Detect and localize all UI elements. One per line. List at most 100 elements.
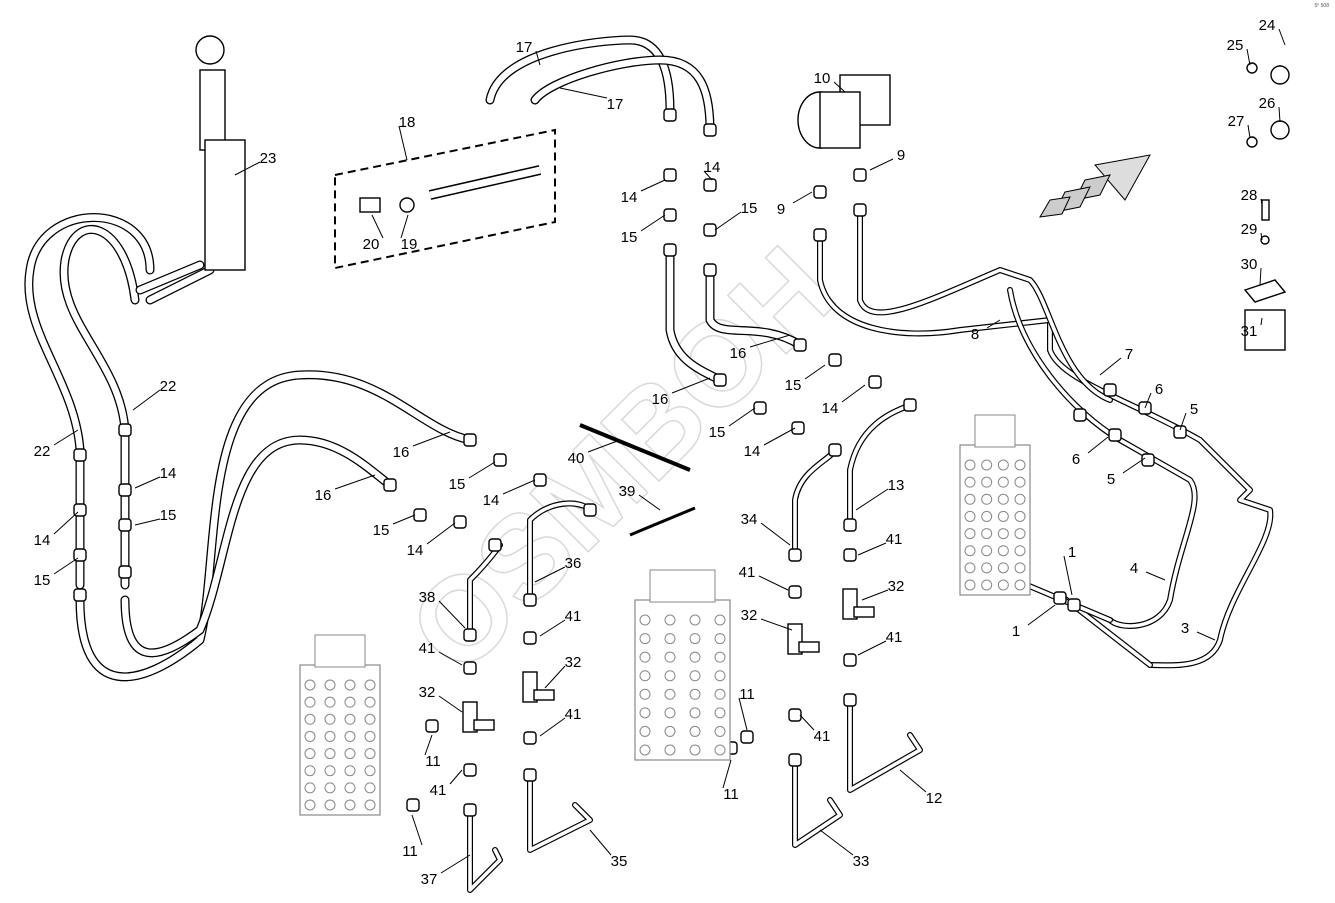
- pipe-core-10: [528, 773, 592, 852]
- callout-34: 34: [741, 511, 791, 546]
- fitting-37: [843, 548, 857, 562]
- callout-number: 15: [621, 229, 638, 246]
- callout-6: 6: [1072, 436, 1109, 468]
- callout-number: 22: [160, 378, 177, 395]
- fitting-12: [663, 208, 677, 222]
- callout-27: 27: [1228, 113, 1251, 139]
- fitting-17: [853, 168, 867, 182]
- control-valve-right-spool: [997, 510, 1009, 522]
- fitting-31: [828, 443, 842, 457]
- control-valve-middle-spool: [639, 633, 651, 645]
- fitting-29: [753, 401, 767, 415]
- callout-35: 35: [589, 829, 627, 870]
- callout-number: 12: [926, 790, 943, 807]
- callout-number: 41: [419, 640, 436, 657]
- fitting-39: [843, 693, 857, 707]
- control-valve-left-spool: [304, 713, 316, 725]
- fitting-59: [1067, 598, 1081, 612]
- control-valve-right-spool: [981, 459, 993, 471]
- callout-5: 5: [1107, 457, 1146, 488]
- callout-28: 28: [1241, 187, 1263, 206]
- callout-number: 7: [1125, 346, 1133, 363]
- hoses: [24, 35, 1274, 893]
- control-valve-left-spool: [364, 679, 376, 691]
- control-valve-right-spool: [1014, 579, 1026, 591]
- fitting-13: [703, 223, 717, 237]
- control-valve-left-spool: [364, 713, 376, 725]
- callout-14: 14: [483, 479, 536, 509]
- control-valve-right-spool: [981, 545, 993, 557]
- callout-15: 15: [621, 214, 666, 246]
- leader-line: [438, 600, 466, 629]
- callout-number: 24: [1259, 17, 1276, 34]
- leader-line: [833, 81, 846, 93]
- callout-14: 14: [744, 427, 796, 460]
- leader-line: [986, 319, 1001, 329]
- callout-15: 15: [449, 461, 496, 493]
- callout-14: 14: [703, 159, 720, 181]
- callout-number: 41: [565, 608, 582, 625]
- callout-number: 36: [565, 555, 582, 572]
- fitting-49: [523, 631, 537, 645]
- fitting-57: [1141, 453, 1155, 467]
- callout-number: 1: [1012, 623, 1020, 640]
- control-valve-right-spool: [964, 579, 976, 591]
- callout-10: 10: [814, 70, 846, 93]
- callout-number: 40: [568, 450, 585, 467]
- fitting-33: [828, 353, 842, 367]
- washer-29: [1260, 235, 1270, 245]
- fitting-41: [788, 585, 802, 599]
- fitting-28: [713, 373, 727, 387]
- callout-number: 18: [399, 114, 416, 131]
- pipe-core-0: [818, 233, 1273, 668]
- callout-number: 23: [260, 150, 277, 167]
- fitting-55: [1073, 408, 1087, 422]
- fitting-48: [523, 593, 537, 607]
- leader-line: [398, 125, 408, 161]
- fitting-42: [788, 708, 802, 722]
- control-valve-left-spool: [304, 679, 316, 691]
- callout-number: 20: [363, 236, 380, 253]
- fitting-58: [1053, 591, 1067, 605]
- leader-line: [1259, 267, 1262, 286]
- callout-11: 11: [424, 734, 441, 770]
- control-valve-middle-head: [649, 569, 716, 603]
- control-valve-middle-spool: [664, 614, 676, 626]
- fitting-60: [425, 719, 439, 733]
- callout-11: 11: [722, 759, 739, 803]
- leader-line: [819, 829, 854, 856]
- control-valve-middle-spool: [714, 688, 726, 700]
- leader-line: [544, 665, 566, 689]
- fitting-25: [453, 515, 467, 529]
- leader-line: [857, 640, 887, 656]
- leader-line: [134, 518, 161, 526]
- fitting-1: [118, 423, 132, 437]
- fitting-32: [793, 338, 807, 352]
- callout-number: 41: [886, 531, 903, 548]
- callout-number: 39: [619, 483, 636, 500]
- leader-line: [804, 364, 826, 380]
- callout-number: 16: [652, 391, 669, 408]
- callout-33: 33: [819, 829, 869, 870]
- fitting-36: [843, 518, 857, 532]
- callout-9: 9: [777, 191, 813, 218]
- callout-number: 41: [430, 782, 447, 799]
- leader-line: [1145, 571, 1166, 581]
- callout-number: 32: [565, 654, 582, 671]
- fitting-0: [73, 448, 87, 462]
- leader-line: [1246, 48, 1251, 66]
- leader-line: [440, 854, 471, 874]
- callout-15: 15: [714, 200, 757, 231]
- valve-18-core: [429, 166, 541, 199]
- callout-41: 41: [857, 629, 902, 656]
- callout-7: 7: [1099, 346, 1133, 376]
- control-valve-middle-spool: [689, 688, 701, 700]
- callout-number: 15: [785, 377, 802, 394]
- pipe-1: [857, 207, 1113, 403]
- callout-number: 16: [393, 444, 410, 461]
- leader-line: [334, 474, 376, 490]
- leader-line: [424, 734, 433, 756]
- callout-number: 3: [1181, 620, 1189, 637]
- fitting-27: [583, 503, 597, 517]
- control-valve-right-spool: [964, 459, 976, 471]
